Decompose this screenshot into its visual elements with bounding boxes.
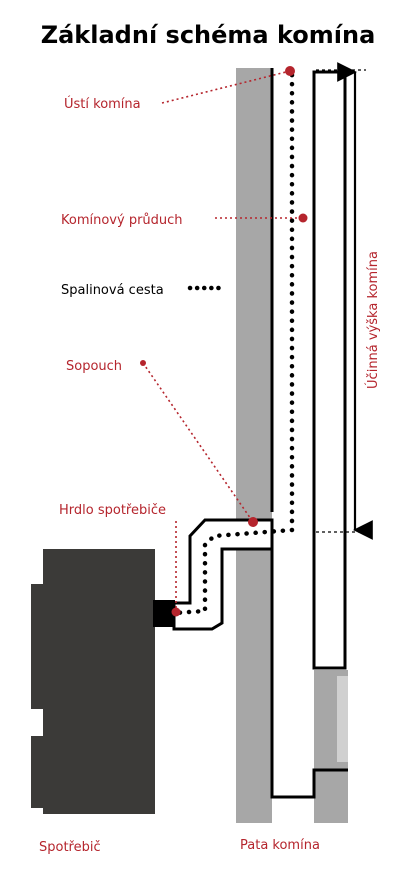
flue-gas-path — [171, 72, 295, 616]
leader-lines — [142, 70, 303, 612]
appliance-body — [43, 549, 155, 814]
cleaning-door — [337, 676, 348, 762]
appliance — [31, 549, 175, 814]
label-sopouch: Sopouch — [66, 359, 122, 374]
flue-connector — [172, 518, 274, 631]
appliance-left-block-top — [31, 584, 45, 709]
leader-usti — [161, 70, 291, 104]
label-spalinova-cesta: Spalinová cesta — [61, 283, 164, 298]
marker-sopouch-start — [140, 360, 146, 366]
chimney-body — [236, 68, 348, 823]
marker-usti — [285, 66, 295, 76]
marker-pruduch — [298, 213, 308, 223]
chimney-smoke-channel — [312, 70, 347, 670]
appliance-outlet — [153, 600, 175, 627]
chimney-left-wall — [236, 68, 272, 823]
label-pata-kominu: Pata komína — [240, 838, 320, 853]
leader-sopouch — [142, 362, 254, 523]
label-kominovy-pruduch: Komínový průduch — [61, 213, 183, 228]
label-hrdlo-spotrebice: Hrdlo spotřebiče — [59, 503, 166, 518]
appliance-left-block-bottom — [31, 736, 45, 808]
label-ucinna-vyska: Účinná výška komína — [365, 251, 381, 389]
marker-sopouch — [248, 517, 258, 527]
label-usti-kominu: Ústí komína — [64, 96, 141, 112]
marker-hrdlo — [171, 607, 181, 617]
diagram-title: Základní schéma komína — [41, 21, 376, 49]
marker-dots — [140, 66, 308, 617]
label-spotrebic: Spotřebič — [39, 840, 101, 855]
chimney-flue — [272, 68, 314, 797]
chimney-outline — [270, 68, 348, 799]
effective-height-dimension — [316, 62, 373, 540]
